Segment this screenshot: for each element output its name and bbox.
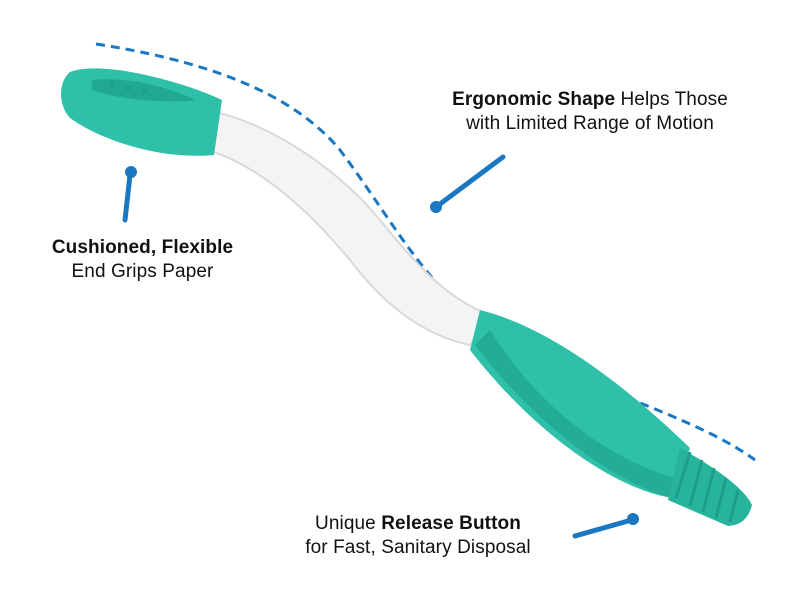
- callout-shape-bold: Ergonomic Shape: [452, 89, 616, 110]
- handle-shading: [475, 330, 680, 498]
- pointer-dot-icon: [125, 166, 137, 178]
- callout-shape-rest: Helps Those: [615, 89, 728, 110]
- callout-grip-bold: Cushioned, Flexible: [51, 237, 234, 258]
- callout-release-bold: Release Button: [381, 513, 521, 534]
- callout-shape-line2: with Limited Range of Motion: [466, 113, 714, 134]
- release-pointer: [572, 513, 639, 539]
- grip-pointer: [122, 166, 137, 223]
- callout-grip: Cushioned, Flexible End Grips Paper: [20, 236, 265, 284]
- pointer-dot-icon: [627, 513, 639, 525]
- callout-release-pre: Unique: [315, 513, 382, 534]
- wand-shaft: [198, 108, 492, 347]
- callout-ergonomic-shape: Ergonomic Shape Helps Those with Limited…: [400, 88, 780, 136]
- callout-release-line2: for Fast, Sanitary Disposal: [305, 537, 531, 558]
- grip-tip: [61, 68, 222, 156]
- release-button-end: [668, 448, 752, 526]
- pointer-dot-icon: [430, 201, 442, 213]
- callout-release-button: Unique Release Button for Fast, Sanitary…: [268, 512, 568, 560]
- wand-handle: [470, 310, 690, 498]
- callout-release-line1: Unique Release Button: [268, 512, 568, 536]
- callout-grip-line2: End Grips Paper: [71, 261, 214, 282]
- toilet-aid-wand: [61, 68, 752, 526]
- curvature-guide-line: [95, 42, 756, 462]
- callout-shape-line1: Ergonomic Shape Helps Those: [400, 88, 780, 112]
- shape-pointer: [430, 154, 506, 213]
- callout-grip-line1: Cushioned, Flexible: [20, 236, 265, 260]
